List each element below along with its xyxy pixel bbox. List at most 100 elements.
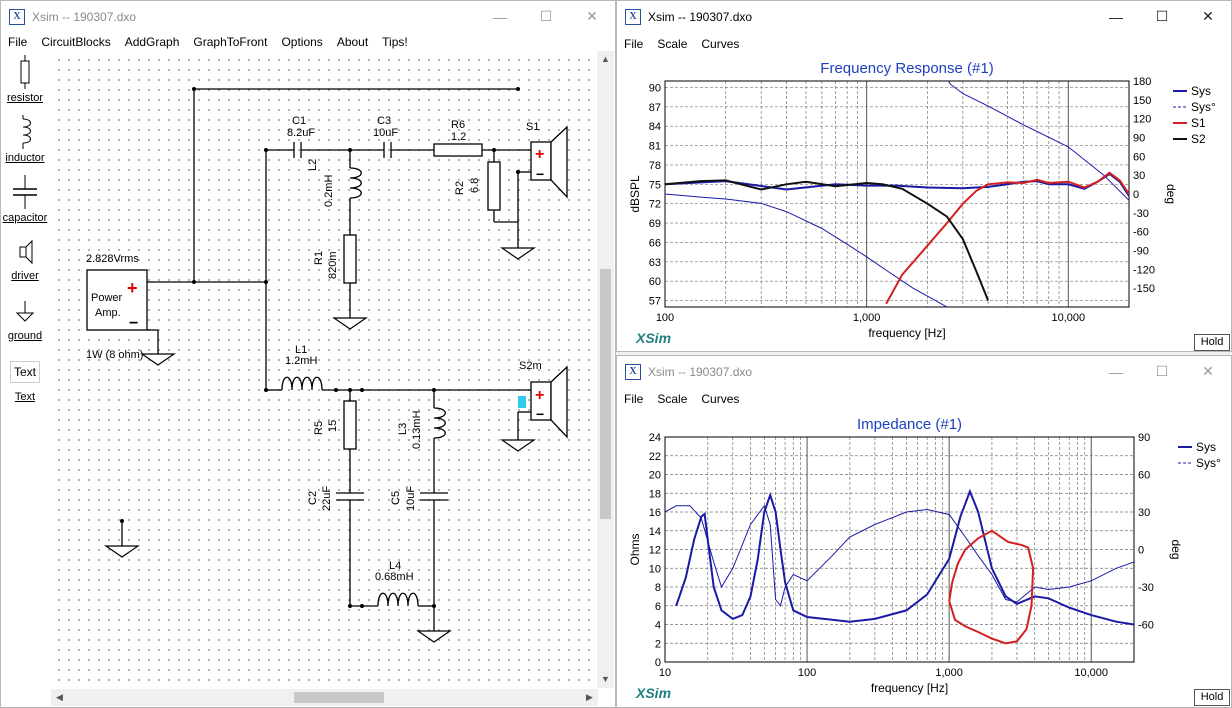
x-axis-label: frequency [Hz]	[871, 681, 948, 695]
app-icon: X	[9, 8, 25, 25]
y-tick-label: 6	[655, 601, 661, 613]
schematic-canvas[interactable]: + − + − + − 2.828Vrms Power Amp. 1W (8 o…	[51, 51, 598, 688]
l2-value: 0.2mH	[323, 174, 335, 207]
menu-about[interactable]: About	[336, 34, 369, 49]
main-window: X Xsim -- 190307.dxo — ☐ ✕ File CircuitB…	[0, 0, 616, 708]
y-tick-label: 20	[649, 470, 661, 482]
tool-text[interactable]: Text Text	[1, 361, 49, 403]
imp-menu-file[interactable]: File	[624, 391, 644, 406]
tool-ground[interactable]: ground	[1, 297, 49, 342]
l3-ref: L3	[397, 422, 409, 435]
x-tick-label: 100	[656, 312, 674, 324]
imp-hold-button[interactable]: Hold	[1194, 689, 1230, 706]
svg-text:+: +	[127, 278, 138, 298]
scroll-right-arrow[interactable]: ▶	[586, 692, 593, 702]
y2-tick-label: 150	[1133, 95, 1151, 107]
menu-tips[interactable]: Tips!	[382, 34, 408, 49]
frequency-response-chart: 9087848178757269666360571801501209060300…	[628, 60, 1216, 340]
close-button[interactable]: ✕	[1202, 363, 1214, 379]
inductor-icon	[22, 115, 31, 149]
series-line-0	[675, 488, 1134, 626]
capacitor-icon	[13, 175, 37, 209]
tool-resistor[interactable]: resistor	[1, 55, 49, 104]
y-tick-label: 10	[649, 563, 661, 575]
menu-addgraph[interactable]: AddGraph	[124, 34, 180, 49]
y-tick-label: 14	[649, 526, 661, 538]
y-tick-label: 84	[649, 121, 661, 133]
y2-tick-label: -30	[1138, 582, 1154, 594]
y2-tick-label: -120	[1133, 264, 1155, 276]
freq-window-title: Xsim -- 190307.dxo	[648, 9, 753, 24]
close-button[interactable]: ✕	[586, 8, 598, 24]
scroll-up-arrow[interactable]: ▲	[601, 54, 610, 64]
scroll-left-arrow[interactable]: ◀	[56, 692, 63, 702]
main-titlebar[interactable]: X Xsim -- 190307.dxo — ☐ ✕	[1, 1, 615, 32]
tool-inductor[interactable]: inductor	[1, 115, 49, 164]
vertical-scroll-thumb[interactable]	[600, 269, 611, 519]
y2-tick-label: 0	[1138, 545, 1144, 557]
window-controls: — ☐ ✕	[1093, 356, 1231, 387]
r6-ref: R6	[451, 119, 466, 131]
y2-axis-label: deg	[1169, 539, 1183, 559]
y-tick-label: 4	[655, 620, 661, 632]
minimize-button[interactable]: —	[1109, 363, 1123, 380]
x-tick-label: 1,000	[853, 312, 881, 324]
freq-menu-scale[interactable]: Scale	[657, 36, 688, 51]
tool-driver[interactable]: driver	[1, 237, 49, 282]
menu-graphtofront[interactable]: GraphToFront	[193, 34, 268, 49]
c5-value: 10uF	[405, 485, 417, 511]
y-tick-label: 0	[655, 657, 661, 669]
text-icon: Text	[10, 361, 40, 383]
svg-text:+: +	[535, 387, 544, 404]
freq-hold-button[interactable]: Hold	[1194, 334, 1230, 351]
series-line-2	[885, 171, 1129, 305]
r6-value: 1.2	[451, 131, 467, 143]
tool-driver-label: driver	[11, 270, 39, 282]
series-line-3	[665, 179, 990, 301]
legend-label: S1	[1191, 116, 1206, 130]
minimize-button[interactable]: —	[1109, 8, 1123, 25]
freq-menu-file[interactable]: File	[624, 36, 644, 51]
chart-title: Frequency Response (#1)	[820, 60, 993, 77]
tool-capacitor[interactable]: capacitor	[1, 175, 49, 224]
horizontal-scroll-thumb[interactable]	[294, 692, 384, 703]
y-tick-label: 24	[649, 432, 661, 444]
freq-titlebar[interactable]: X Xsim -- 190307.dxo — ☐ ✕	[617, 1, 1231, 32]
menu-file[interactable]: File	[8, 34, 28, 49]
c1-value: 8.2uF	[287, 127, 316, 139]
app-icon: X	[625, 8, 641, 25]
close-button[interactable]: ✕	[1202, 8, 1214, 24]
menu-circuitblocks[interactable]: CircuitBlocks	[41, 34, 111, 49]
imp-menu-scale[interactable]: Scale	[657, 391, 688, 406]
y2-tick-label: 90	[1138, 432, 1150, 444]
maximize-button[interactable]: ☐	[1155, 363, 1169, 379]
l1-ref: L1	[295, 344, 308, 356]
y-tick-label: 2	[655, 638, 661, 650]
imp-titlebar[interactable]: X Xsim -- 190307.dxo — ☐ ✕	[617, 356, 1231, 387]
vertical-scrollbar[interactable]: ▲ ▼	[597, 51, 614, 688]
imp-menu-curves[interactable]: Curves	[701, 391, 740, 406]
source-name-line2: Amp.	[95, 307, 121, 319]
scroll-down-arrow[interactable]: ▼	[601, 674, 610, 684]
xsim-logo: XSim	[636, 330, 672, 346]
app-icon: X	[625, 363, 641, 380]
impedance-window: X Xsim -- 190307.dxo — ☐ ✕ File Scale Cu…	[616, 355, 1232, 708]
menu-options[interactable]: Options	[281, 34, 323, 49]
freq-menu-curves[interactable]: Curves	[701, 36, 740, 51]
window-controls: — ☐ ✕	[477, 1, 615, 32]
minimize-button[interactable]: —	[493, 8, 507, 25]
c1-ref: C1	[292, 115, 307, 127]
c2-value: 22uF	[321, 485, 333, 511]
y-tick-label: 57	[649, 296, 661, 308]
resistor-icon	[20, 55, 30, 89]
maximize-button[interactable]: ☐	[539, 8, 553, 24]
driver-s1-label: S1	[526, 121, 540, 133]
y-axis-label: dBSPL	[628, 175, 642, 213]
maximize-button[interactable]: ☐	[1155, 8, 1169, 24]
y-tick-label: 18	[649, 488, 661, 500]
legend-label: Sys	[1196, 440, 1216, 454]
x-axis-label: frequency [Hz]	[868, 326, 945, 340]
horizontal-scrollbar[interactable]: ◀ ▶	[51, 689, 598, 706]
